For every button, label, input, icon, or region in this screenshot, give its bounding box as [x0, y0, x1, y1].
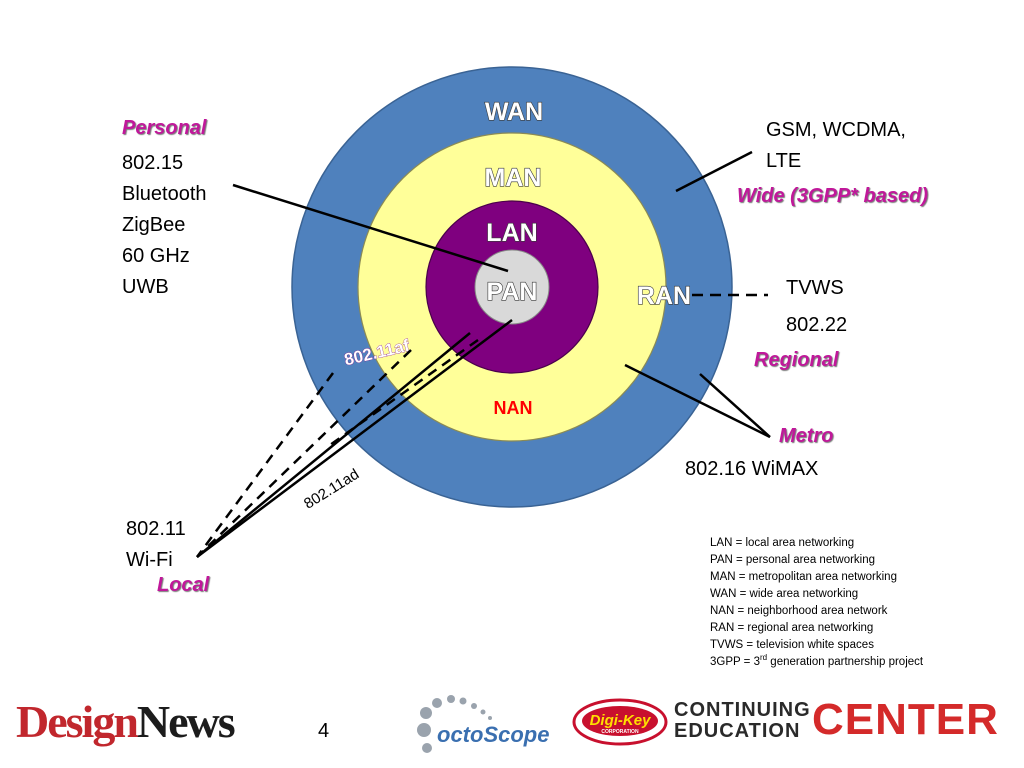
metro-connector-line-1: [624, 363, 771, 439]
legend-item: LAN = local area networking: [710, 537, 855, 549]
regional-standards-list: TVWS 802.22: [786, 273, 847, 341]
legend-3gpp-sup: rd: [759, 653, 768, 663]
legend-3gpp-prefix: 3GPP = 3: [710, 656, 760, 668]
metro-category: Metro: [779, 425, 834, 447]
legend-item: NAN = neighborhood area network: [710, 605, 888, 617]
regional-standard-item: 802.22: [786, 314, 848, 336]
metro-standard: 802.16 WiMAX: [685, 458, 819, 480]
education-text: EDUCATION: [674, 720, 801, 742]
local-category: Local: [157, 574, 210, 596]
wifi-solid-line-1: [196, 332, 471, 558]
wifi-dashed-line-1: [195, 372, 335, 558]
designnews-logo: DesignNews: [16, 694, 236, 764]
nan-label: NAN: [494, 398, 533, 418]
legend-item: RAN = regional area networking: [710, 622, 874, 634]
continuing-text: CONTINUING: [674, 699, 811, 721]
man-label: MAN: [485, 164, 542, 192]
digikey-corporation-text: CORPORATION: [601, 729, 639, 735]
legend-item: MAN = metropolitan area networking: [710, 571, 897, 583]
legend-3gpp-suffix: generation partnership project: [767, 656, 924, 668]
digikey-logo: Digi-Key CORPORATION: [572, 698, 668, 746]
continuing-education-logo-text: CONTINUING EDUCATION: [674, 700, 811, 742]
octoscope-dots-icon: [417, 695, 492, 753]
personal-standard-item: 60 GHz: [122, 245, 190, 267]
pan-ring: [474, 249, 550, 325]
wifi-solid-line-2: [196, 319, 513, 558]
octoscope-logo-text: octoScope: [437, 722, 550, 747]
personal-standard-item: 802.15: [122, 152, 184, 174]
pan-label: PAN: [487, 278, 538, 306]
wide-standards-list: GSM, WCDMA, LTE: [766, 115, 906, 177]
design-logo-text: Design: [16, 696, 139, 747]
wifi-dashed-line-3: [329, 338, 479, 447]
local-standard-item: Wi-Fi: [126, 549, 173, 571]
digikey-logo-text: Digi-Key: [590, 712, 652, 729]
regional-category: Regional: [754, 349, 839, 371]
regional-standard-item: TVWS: [786, 277, 844, 299]
local-standard-item: 802.11: [126, 518, 186, 540]
page-number: 4: [318, 720, 330, 742]
news-logo-text: News: [136, 696, 236, 747]
center-logo-text: CENTER: [812, 695, 999, 744]
personal-standard-item: Bluetooth: [122, 183, 207, 205]
wide-standard-item: GSM, WCDMA,: [766, 119, 906, 141]
legend-item: TVWS = television white spaces: [710, 639, 874, 651]
local-standards-list: 802.11 Wi-Fi: [126, 514, 186, 576]
personal-standards-list: 802.15 Bluetooth ZigBee 60 GHz UWB: [122, 148, 207, 303]
personal-connector-line: [232, 183, 509, 273]
wide-standard-item: LTE: [766, 150, 802, 172]
lan-label: LAN: [486, 219, 537, 247]
metro-connector-line-2: [699, 373, 771, 438]
wan-label: WAN: [485, 98, 543, 126]
personal-standard-item: UWB: [122, 276, 169, 298]
legend-item: 3GPP = 3rd generation partnership projec…: [710, 654, 923, 671]
ran-label: RAN: [637, 282, 691, 310]
personal-standard-item: ZigBee: [122, 214, 186, 236]
personal-category: Personal: [122, 117, 207, 139]
wide-connector-line: [675, 150, 753, 193]
wide-category: Wide (3GPP* based): [737, 185, 928, 207]
legend-item: PAN = personal area networking: [710, 554, 876, 566]
legend-item: WAN = wide area networking: [710, 588, 859, 600]
abbreviation-legend: LAN = local area networking PAN = person…: [710, 535, 923, 671]
